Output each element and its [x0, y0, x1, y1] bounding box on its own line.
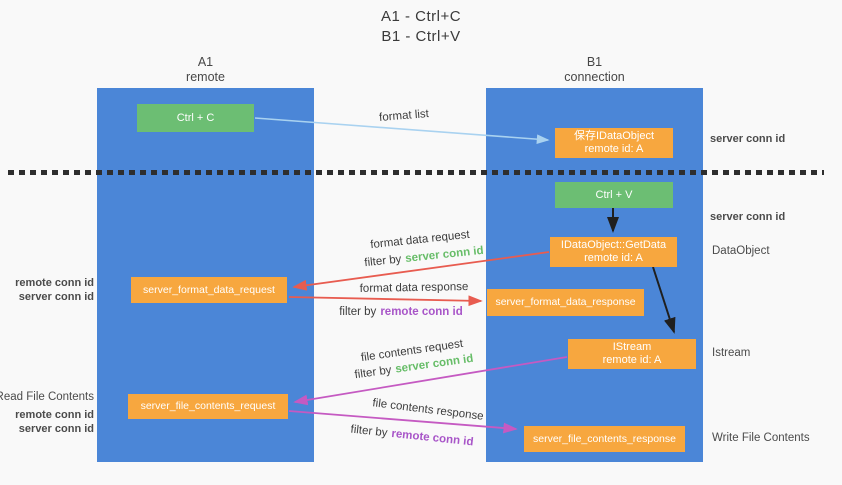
page-title-line1: A1 - Ctrl+C: [380, 8, 462, 25]
node-getdata-title: IDataObject::GetData: [560, 239, 667, 251]
lane-left-subtitle: remote: [186, 70, 225, 84]
node-getdata-subtitle: remote id: A: [584, 252, 643, 264]
arrow-file-contents-request: [293, 356, 568, 406]
label-server-conn-id-left-1: server conn id: [18, 291, 94, 303]
label-dataobject: DataObject: [712, 245, 770, 257]
node-server-file-contents-response-label: server_file_contents_response: [532, 432, 676, 445]
node-server-format-data-request: server_format_data_request: [131, 277, 287, 303]
node-ctrl-c: Ctrl + C: [137, 104, 254, 132]
node-server-file-contents-response: server_file_contents_response: [524, 426, 685, 452]
label-format-data-response: format data response: [359, 281, 469, 295]
node-save-idataobject-subtitle: remote id: A: [584, 143, 644, 155]
label-read-file-contents: Read File Contents: [0, 391, 94, 403]
node-istream: IStream remote id: A: [568, 339, 696, 369]
lane-left-name: A1: [197, 55, 214, 69]
arrow-format-list: [254, 117, 550, 144]
node-server-format-data-response: server_format_data_response: [487, 289, 644, 316]
arrow-format-data-request: [292, 251, 550, 291]
label-istream: Istream: [712, 347, 751, 359]
node-ctrl-v-label: Ctrl + V: [595, 188, 633, 201]
arrow-getdata-to-istream: [652, 266, 676, 334]
label-remote-conn-id-left-2: remote conn id: [15, 409, 94, 421]
lane-header-right: B1 connection: [486, 55, 703, 85]
node-istream-subtitle: remote id: A: [602, 354, 662, 366]
label-remote-conn-id-left-1: remote conn id: [15, 277, 94, 289]
filter-by-text: filter by: [339, 306, 377, 318]
node-ctrl-c-label: Ctrl + C: [176, 111, 215, 124]
label-write-file-contents: Write File Contents: [712, 432, 810, 444]
node-server-format-data-response-label: server_format_data_response: [495, 296, 636, 308]
label-server-conn-id-mid: server conn id: [710, 211, 786, 223]
separator-dotted-line: [8, 170, 824, 175]
page-title-line2: B1 - Ctrl+V: [381, 28, 461, 45]
node-server-file-contents-request-label: server_file_contents_request: [140, 400, 276, 412]
lane-right-subtitle: connection: [564, 70, 625, 84]
remote-conn-id-text: remote conn id: [380, 306, 463, 318]
node-server-file-contents-request: server_file_contents_request: [128, 394, 288, 419]
node-save-idataobject: 保存IDataObject remote id: A: [555, 128, 673, 158]
arrow-format-data-response: [288, 295, 483, 307]
node-save-idataobject-title: 保存IDataObject: [573, 130, 655, 142]
label-server-conn-id-top: server conn id: [710, 133, 786, 145]
lane-right-name: B1: [586, 55, 603, 69]
node-server-format-data-request-label: server_format_data_request: [143, 283, 275, 296]
label-server-conn-id-left-2: server conn id: [18, 423, 94, 435]
arrow-file-contents-response: [288, 410, 518, 434]
node-idataobject-getdata: IDataObject::GetData remote id: A: [550, 237, 677, 267]
node-ctrl-v: Ctrl + V: [555, 182, 673, 208]
lane-header-left: A1 remote: [97, 55, 314, 85]
node-istream-title: IStream: [612, 341, 652, 353]
